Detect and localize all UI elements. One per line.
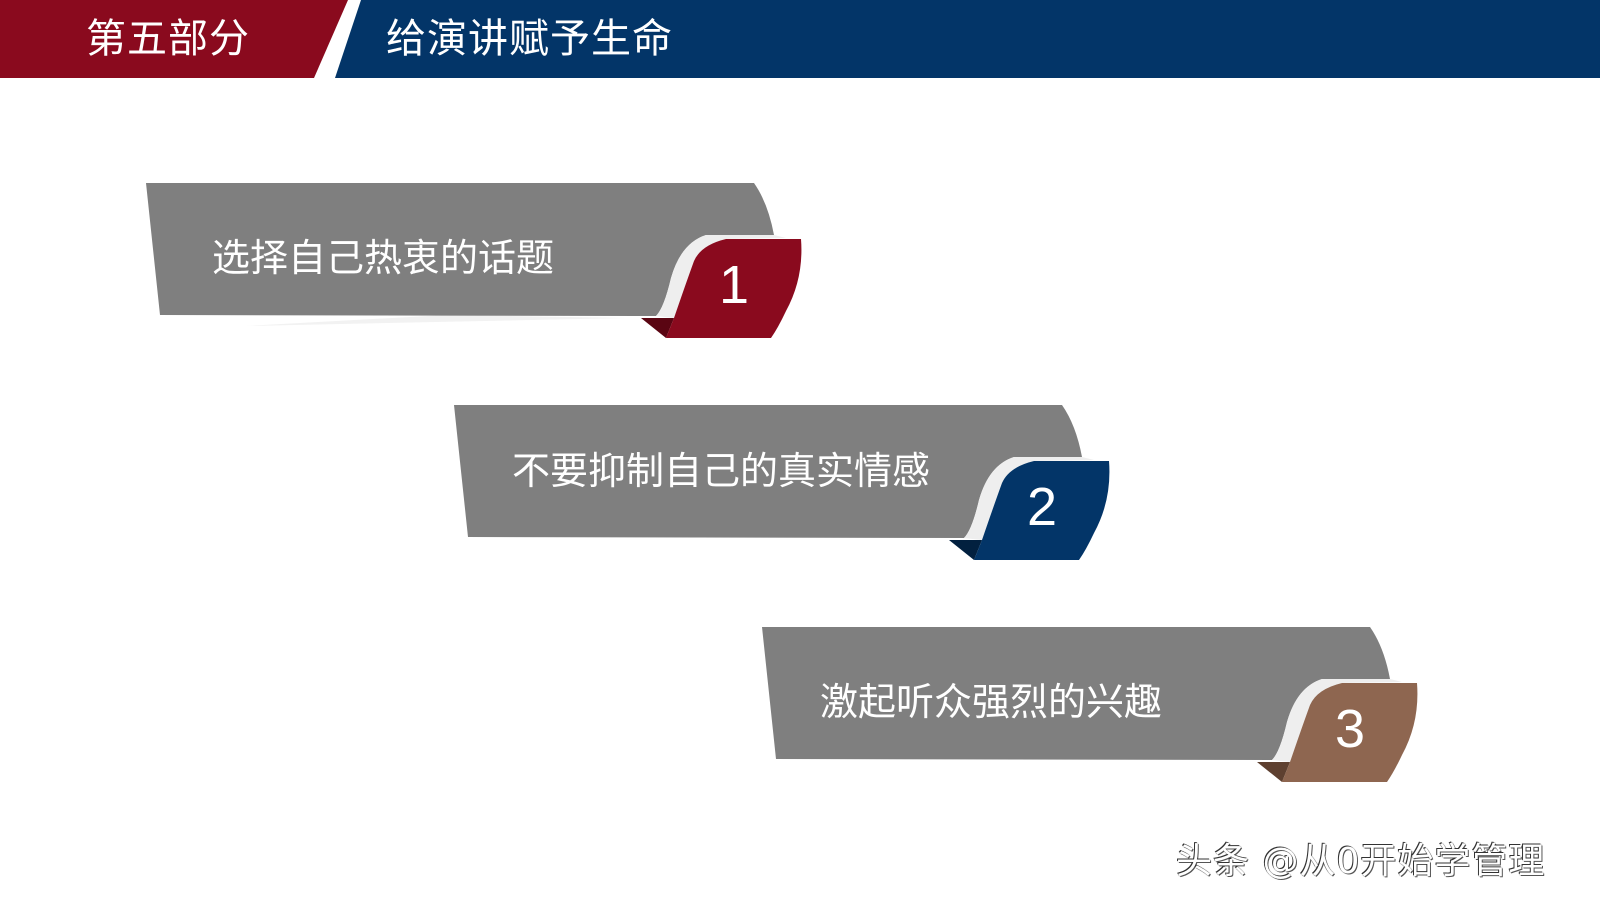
section-label: 第五部分 [86,16,250,62]
card-body [454,405,1082,538]
point-card-1: 选择自己热衷的话题 1 [146,183,826,353]
card-swoosh [1272,679,1402,762]
point-card-2: 不要抑制自己的真实情感 2 [454,405,1134,575]
card-number-tab [666,239,802,338]
card-shape [454,405,1110,560]
point-card-3: 激起听众强烈的兴趣 3 [762,627,1442,797]
watermark: 头条 @从0开始学管理 [1176,841,1546,882]
section-label-background [0,0,348,78]
card-text: 激起听众强烈的兴趣 [820,680,1163,724]
card-fold [641,318,674,338]
card-fold [949,540,982,560]
section-title: 给演讲赋予生命 [386,16,673,62]
card-number-tab [1282,683,1418,782]
card-swoosh [964,457,1094,540]
card-shape [146,183,802,338]
card-number: 3 [1334,699,1366,759]
header-banner: 第五部分 给演讲赋予生命 [0,0,1600,78]
card-text: 选择自己热衷的话题 [212,236,555,280]
card-body [146,183,774,316]
section-title-background [335,0,1600,78]
card-number: 1 [718,255,750,315]
card-swoosh [656,235,786,318]
card-body [762,627,1390,760]
card-text: 不要抑制自己的真实情感 [512,449,931,493]
card-shape [762,627,1418,782]
card-number: 2 [1026,477,1058,537]
header-shapes [0,0,1600,78]
card-fold [1257,762,1290,782]
card-number-tab [974,461,1110,560]
